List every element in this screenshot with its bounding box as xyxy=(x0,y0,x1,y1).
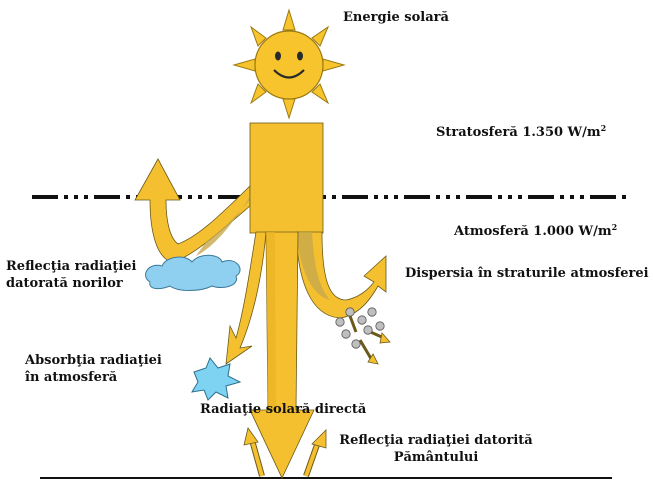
label-atmosphere: Atmosferă 1.000 W/m2 xyxy=(454,219,617,240)
label-atmosphere-superscript: 2 xyxy=(612,222,618,232)
label-solar-energy: Energie solară xyxy=(343,9,449,26)
label-absorption-line2: în atmosferă xyxy=(25,369,162,386)
label-reflection-earth: Reflecţia radiaţiei datorită Pământului xyxy=(336,432,536,466)
absorption-arrow xyxy=(226,232,266,364)
label-stratosphere-text: Stratosferă 1.350 W/m xyxy=(436,125,601,140)
dispersion-arrow xyxy=(296,232,386,318)
cloud-icon xyxy=(146,255,241,290)
absorption-burst-icon xyxy=(192,358,240,400)
label-reflection-earth-line2: Pământului xyxy=(336,449,536,466)
label-absorption-line1: Absorbţia radiaţiei xyxy=(25,352,162,369)
label-reflection-clouds-line2: datorată norilor xyxy=(6,275,136,292)
label-reflection-clouds: Reflecţia radiaţiei datorată norilor xyxy=(6,258,136,292)
label-stratosphere-superscript: 2 xyxy=(601,123,607,133)
cloud-reflection-arrow xyxy=(135,159,250,262)
label-reflection-clouds-line1: Reflecţia radiaţiei xyxy=(6,258,136,275)
label-dispersion: Dispersia în straturile atmosferei xyxy=(405,265,649,282)
label-direct-radiation: Radiaţie solară directă xyxy=(200,401,366,418)
label-absorption: Absorbţia radiaţiei în atmosferă xyxy=(25,352,162,386)
incoming-radiation-column xyxy=(250,123,323,233)
label-stratosphere: Stratosferă 1.350 W/m2 xyxy=(436,120,606,141)
label-reflection-earth-line1: Reflecţia radiaţiei datorită xyxy=(336,432,536,449)
label-atmosphere-text: Atmosferă 1.000 W/m xyxy=(454,224,612,239)
smiling-sun-icon xyxy=(234,10,344,118)
